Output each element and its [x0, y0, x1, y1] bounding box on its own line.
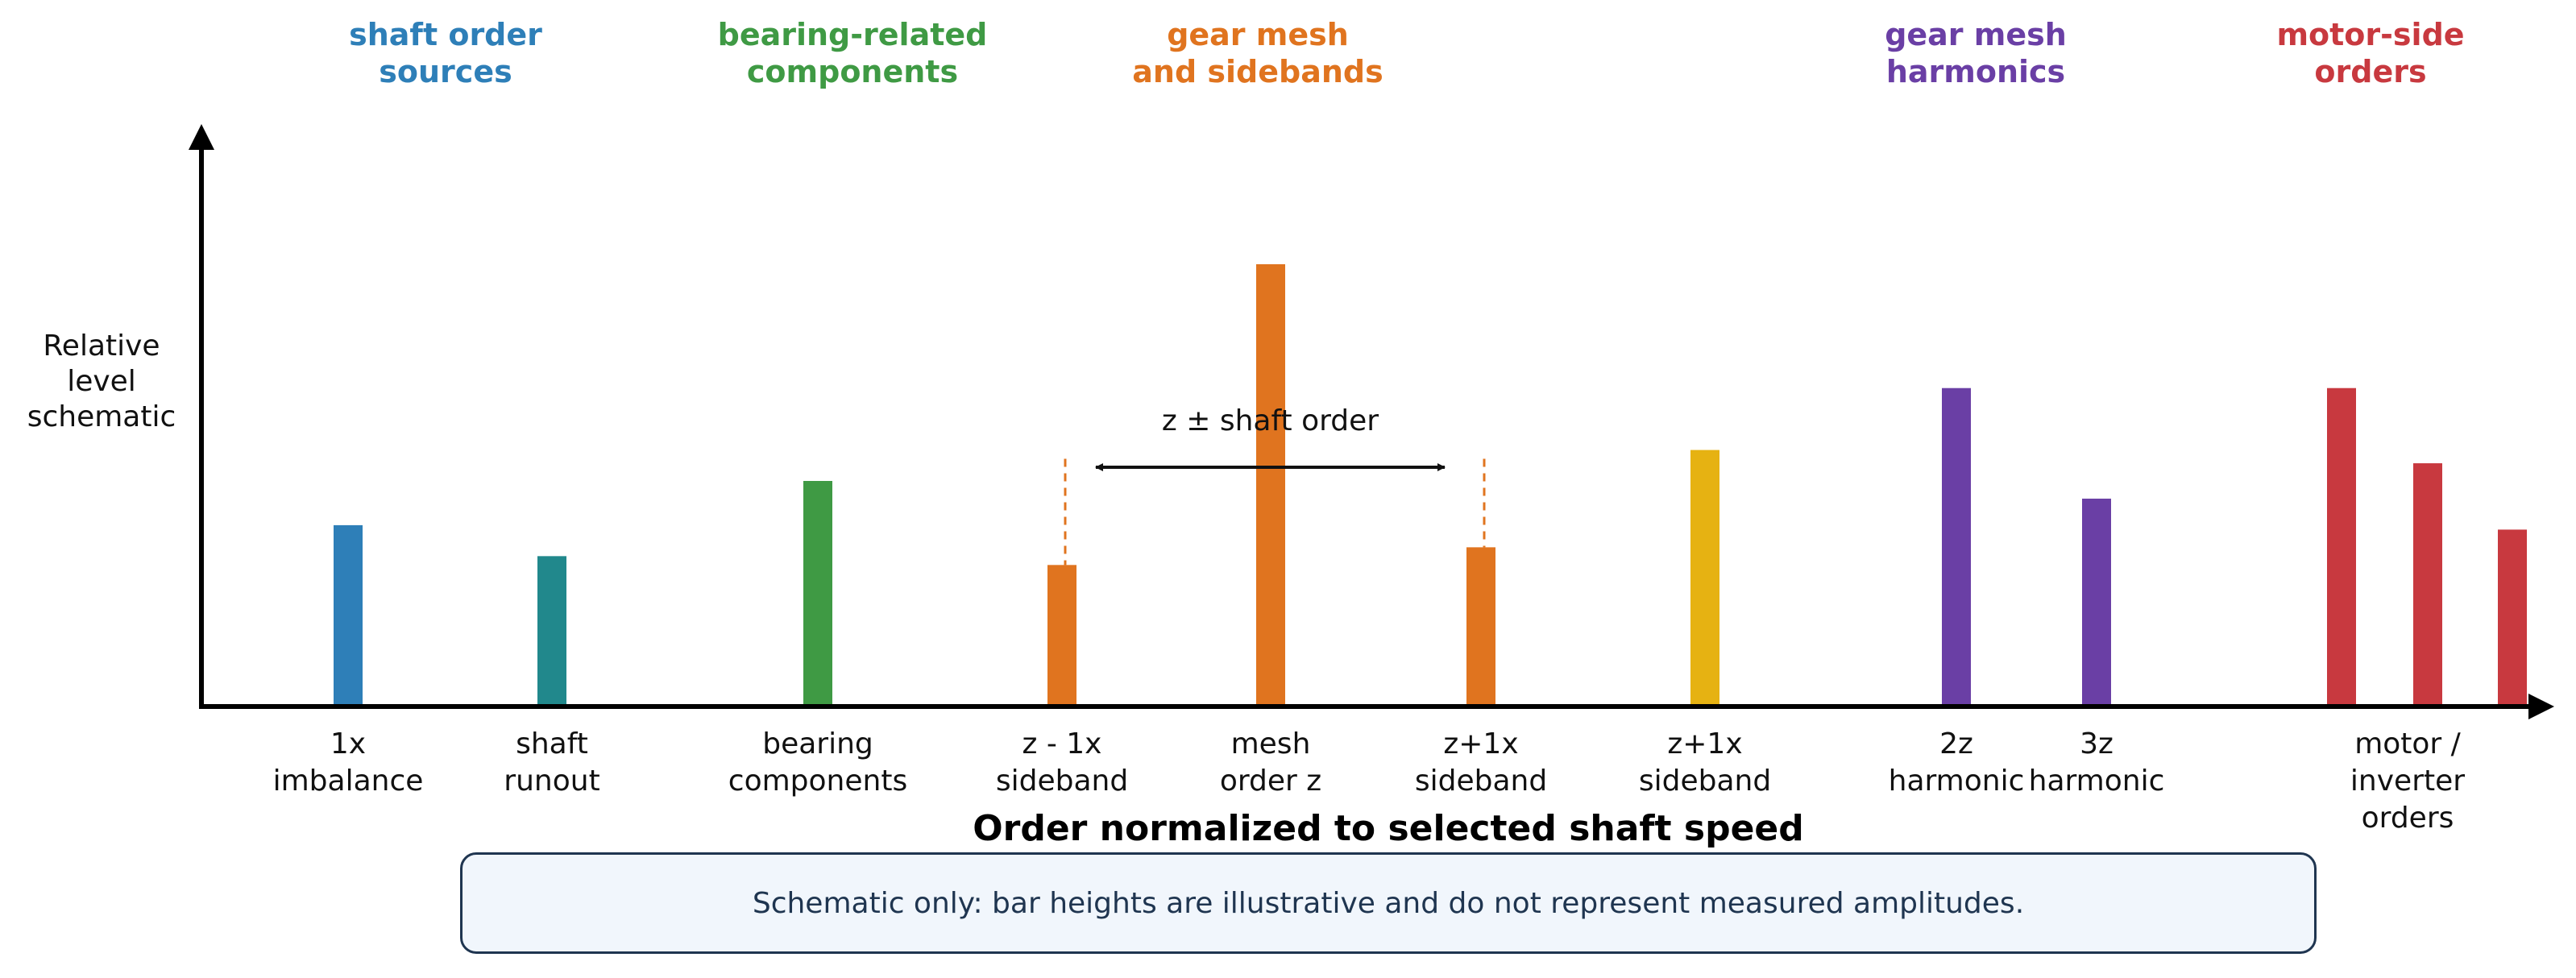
tick-label: z - 1x [1023, 727, 1102, 760]
tick-labels: 1x imbalance shaft runout bearing components z… [273, 727, 2466, 835]
y-axis-label-line: Relative [43, 329, 160, 363]
group-label: gear mesh [1885, 17, 2067, 52]
bar [803, 481, 832, 707]
annotation-label: z ± shaft order [1162, 404, 1379, 437]
tick-label: harmonic [2029, 765, 2165, 798]
group-label: orders [2314, 54, 2426, 89]
tick-label: shaft [516, 727, 588, 760]
tick-label: sideband [1639, 765, 1771, 798]
bar [1256, 264, 1285, 707]
disclaimer-text: Schematic only: bar heights are illustra… [752, 886, 2025, 920]
tick-label: mesh [1231, 727, 1311, 760]
bar [2498, 529, 2527, 707]
tick-label: inverter [2350, 765, 2465, 798]
tick-label: bearing [762, 727, 873, 760]
y-axis-label-line: schematic [27, 400, 176, 433]
bar [1466, 547, 1495, 707]
tick-label: 2z [1939, 727, 1973, 760]
tick-label: imbalance [273, 765, 424, 798]
bar [2327, 387, 2356, 707]
tick-label: components [728, 765, 907, 798]
annotation: z ± shaft order [1095, 404, 1446, 471]
tick-label: runout [504, 765, 599, 798]
bars [334, 264, 2527, 707]
group-label: harmonics [1886, 54, 2065, 89]
tick-label: harmonic [1889, 765, 2025, 798]
bar [2082, 498, 2111, 707]
axes [189, 124, 2554, 719]
bar [537, 556, 566, 707]
bar [334, 524, 363, 707]
bar [1690, 450, 1719, 707]
tick-label: sideband [996, 765, 1128, 798]
sideband-markers [1064, 458, 1486, 566]
group-label: motor-side [2276, 17, 2464, 52]
group-label: shaft order [349, 17, 542, 52]
bar [2413, 463, 2442, 707]
group-label: and sidebands [1132, 54, 1383, 89]
group-label: bearing-related [718, 17, 988, 52]
x-axis-label: Order normalized to selected shaft speed [973, 808, 1804, 849]
tick-label: 3z [2080, 727, 2113, 760]
tick-label: order z [1220, 765, 1321, 798]
tick-label: sideband [1415, 765, 1547, 798]
tick-label: 1x [330, 727, 366, 760]
x-axis-label-group: Order normalized to selected shaft speed [973, 808, 1804, 849]
group-label: sources [379, 54, 512, 89]
bar [1047, 565, 1076, 707]
y-axis-arrowhead [189, 124, 214, 150]
x-axis-arrowhead [2528, 694, 2554, 719]
bar [1942, 387, 1971, 707]
tick-label: orders [2362, 802, 2454, 835]
group-label: components [747, 54, 958, 89]
y-axis-label-line: level [67, 365, 136, 398]
tick-label: motor / [2354, 727, 2461, 760]
tick-label: z+1x [1443, 727, 1518, 760]
tick-label: z+1x [1667, 727, 1742, 760]
group-label: gear mesh [1167, 17, 1349, 52]
disclaimer-box: Schematic only: bar heights are illustra… [460, 852, 2317, 954]
